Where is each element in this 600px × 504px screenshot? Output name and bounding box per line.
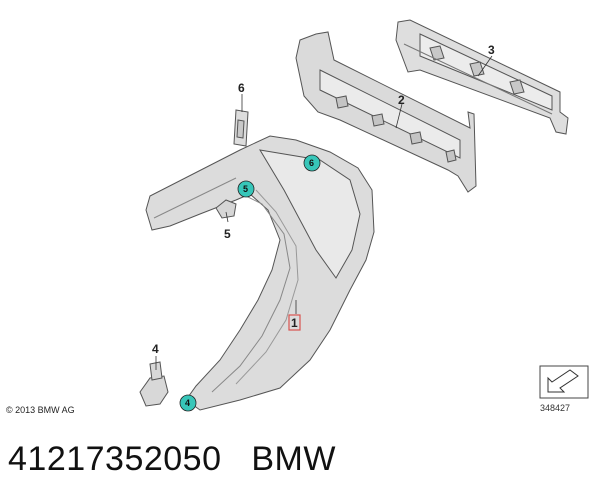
callout-5: 5: [224, 227, 231, 241]
part-4-bracket: [139, 361, 169, 407]
marker-4: 4: [179, 394, 197, 412]
part-3-rear-panel: [395, 19, 569, 135]
marker-6: 6: [303, 154, 321, 172]
part-5-bracket: [215, 199, 237, 219]
drawing-number: 348427: [540, 403, 571, 413]
svg-text:4: 4: [185, 398, 190, 408]
part-2-cross-member: [295, 31, 477, 193]
orientation-arrow-icon: [539, 365, 589, 399]
callout-6: 6: [238, 81, 245, 95]
svg-text:5: 5: [243, 184, 248, 194]
callout-4: 4: [152, 342, 159, 356]
marker-5: 5: [237, 180, 255, 198]
callout-3: 3: [488, 43, 495, 57]
callout-2: 2: [398, 93, 405, 107]
svg-text:6: 6: [309, 158, 314, 168]
part-6-bracket: [233, 109, 249, 147]
highlight-box: [288, 314, 301, 331]
leader-lines: [155, 55, 493, 370]
parts-diagram: 3 2 6 5 4 1 6 5 4: [139, 19, 589, 412]
part-number-caption: 41217352050 BMW: [8, 440, 336, 478]
part-1-side-panel: [145, 135, 375, 411]
callout-1: 1: [291, 316, 298, 330]
copyright-notice: © 2013 BMW AG: [6, 405, 75, 415]
